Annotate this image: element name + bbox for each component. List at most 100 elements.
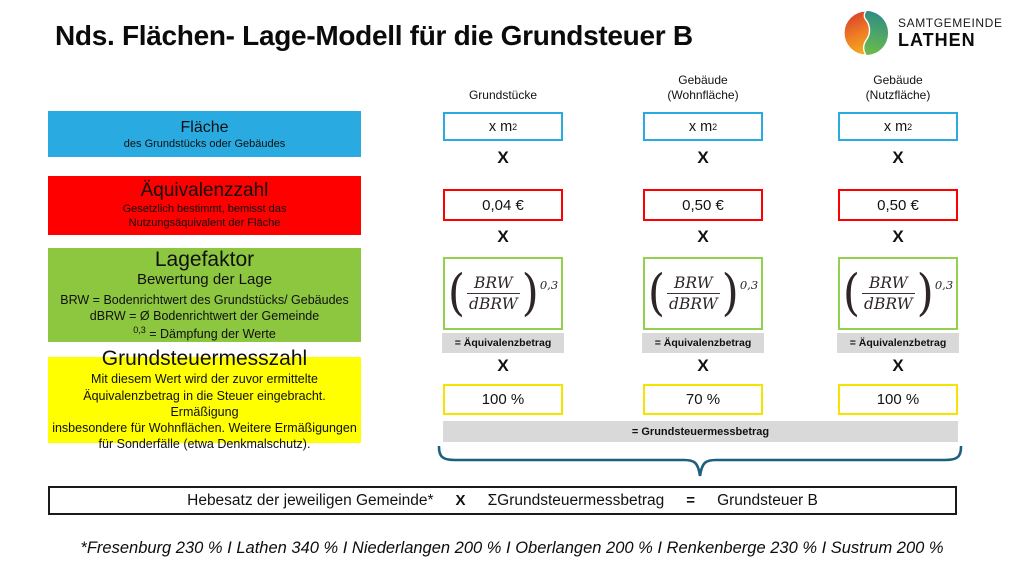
multiply-sign: X <box>455 492 466 509</box>
damp-text: = Dämpfung der Werte <box>145 326 276 341</box>
multiply-sign: X <box>892 227 904 246</box>
open-paren: ( <box>647 264 666 322</box>
damp-exponent: 0,3 <box>133 324 146 335</box>
legend-grundsteuermesszahl-l2: Äquivalenzbetrag in die Steuer eingebrac… <box>83 388 326 419</box>
formula-exponent: 0,3 <box>934 277 954 292</box>
area-sup: 2 <box>512 121 518 132</box>
rate-box: 0,04 € <box>443 189 563 221</box>
legend-flaeche-title: Fläche <box>180 118 229 136</box>
column-header-line1: Gebäude <box>873 72 923 87</box>
rate-value: 0,50 € <box>877 196 919 214</box>
formula-denominator: dBRW <box>864 295 913 313</box>
area-value: x m <box>883 118 908 135</box>
legend-grundsteuermesszahl-l1: Mit diesem Wert wird der zuvor ermittelt… <box>91 372 318 387</box>
multiply-sign: X <box>892 356 904 375</box>
column-header: Gebäude (Wohnfläche) <box>628 66 778 104</box>
multiply-sign: X <box>892 148 904 167</box>
logo-text: SAMTGEMEINDE LATHEN <box>898 16 1003 51</box>
open-paren: ( <box>842 264 861 322</box>
logo-org-name: SAMTGEMEINDE <box>898 15 1003 30</box>
grundsteuermessbetrag-bar: = Grundsteuermessbetrag <box>443 421 958 442</box>
curly-brace-icon <box>437 445 963 477</box>
legend-lagefaktor-line1: BRW = Bodenrichtwert des Grundstücks/ Ge… <box>60 292 349 307</box>
formula-exponent: 0,3 <box>739 277 759 292</box>
formula-numerator: BRW <box>862 274 915 294</box>
messzahl-value: 100 % <box>876 391 920 408</box>
legend-grundsteuermesszahl-title: Grundsteuermesszahl <box>101 347 308 371</box>
formula-numerator: BRW <box>667 274 720 294</box>
formula-numerator: BRW <box>467 274 520 294</box>
legend-aequivalenzzahl-sub1: Gesetzlich bestimmt, bemisst das <box>122 203 287 216</box>
formula-exponent: 0,3 <box>539 277 559 292</box>
legend-grundsteuermesszahl-l3: insbesondere für Wohnflächen. Weitere Er… <box>52 421 357 436</box>
legend-grundsteuermesszahl: Grundsteuermesszahl Mit diesem Wert wird… <box>48 347 361 451</box>
close-paren: ) <box>916 264 934 322</box>
area-sup: 2 <box>712 121 718 132</box>
logo: SAMTGEMEINDE LATHEN <box>843 10 1003 56</box>
page-title: Nds. Flächen- Lage-Modell für die Grunds… <box>55 20 693 51</box>
final-formula-box: Hebesatz der jeweiligen Gemeinde* X ΣGru… <box>48 486 957 515</box>
aequivalenzbetrag-label: = Äquivalenzbetrag <box>642 333 764 353</box>
formula-denominator: dBRW <box>669 295 718 313</box>
legend-lagefaktor-line3: 0,3 = Dämpfung der Werte <box>133 325 276 343</box>
column-header-line1: Gebäude <box>678 72 728 87</box>
formula-denominator: dBRW <box>469 295 518 313</box>
sum-messbetrag-label: ΣGrundsteuermessbetrag <box>487 491 665 509</box>
area-value: x m <box>688 118 713 135</box>
messzahl-value: 100 % <box>481 391 525 408</box>
grundsteuer-b-label: Grundsteuer B <box>717 491 818 509</box>
rate-box: 0,50 € <box>643 189 763 221</box>
multiply-sign: X <box>497 356 509 375</box>
legend-flaeche: Fläche des Grundstücks oder Gebäudes <box>48 111 361 157</box>
messzahl-box: 70 % <box>643 384 763 415</box>
close-paren: ) <box>521 264 539 322</box>
messzahl-box: 100 % <box>443 384 563 415</box>
legend-aequivalenzzahl-sub2: Nutzungsäquivalent der Fläche <box>128 217 281 230</box>
legend-lagefaktor-line2: dBRW = Ø Bodenrichtwert der Gemeinde <box>89 309 320 324</box>
lathen-logo-icon <box>843 10 889 56</box>
multiply-sign: X <box>497 227 509 246</box>
messzahl-value: 70 % <box>685 391 721 408</box>
column-header: Gebäude (Nutzfläche) <box>823 66 973 104</box>
column-header-line2: (Wohnfläche) <box>667 88 739 103</box>
multiply-sign: X <box>697 227 709 246</box>
close-paren: ) <box>721 264 739 322</box>
sum-brace <box>437 445 963 479</box>
logo-town-name: LATHEN <box>898 29 976 50</box>
hebesatz-label: Hebesatz der jeweiligen Gemeinde* <box>187 491 434 509</box>
multiply-sign: X <box>497 148 509 167</box>
aequivalenzbetrag-label: = Äquivalenzbetrag <box>442 333 564 353</box>
legend-lagefaktor-sub: Bewertung der Lage <box>136 270 273 288</box>
equals-sign: = <box>686 492 696 509</box>
legend-lagefaktor: Lagefaktor Bewertung der Lage BRW = Bode… <box>48 248 361 342</box>
rate-box: 0,50 € <box>838 189 958 221</box>
multiply-sign: X <box>697 356 709 375</box>
legend-lagefaktor-title: Lagefaktor <box>154 247 255 271</box>
legend-aequivalenzzahl: Äquivalenzzahl Gesetzlich bestimmt, bemi… <box>48 176 361 235</box>
rate-value: 0,04 € <box>482 196 524 214</box>
legend-aequivalenzzahl-title: Äquivalenzzahl <box>140 180 269 202</box>
rate-value: 0,50 € <box>682 196 724 214</box>
area-sup: 2 <box>907 121 913 132</box>
open-paren: ( <box>447 264 466 322</box>
legend-flaeche-sub: des Grundstücks oder Gebäudes <box>123 137 286 150</box>
area-value: x m <box>488 118 513 135</box>
column-header: Grundstücke <box>428 66 578 104</box>
hebesatz-footnote: *Fresenburg 230 % I Lathen 340 % I Niede… <box>80 539 944 557</box>
column-header-line1: Grundstücke <box>468 88 538 103</box>
column-header-line2: (Nutzfläche) <box>865 88 931 103</box>
messzahl-box: 100 % <box>838 384 958 415</box>
multiply-sign: X <box>697 148 709 167</box>
aequivalenzbetrag-label: = Äquivalenzbetrag <box>837 333 959 353</box>
